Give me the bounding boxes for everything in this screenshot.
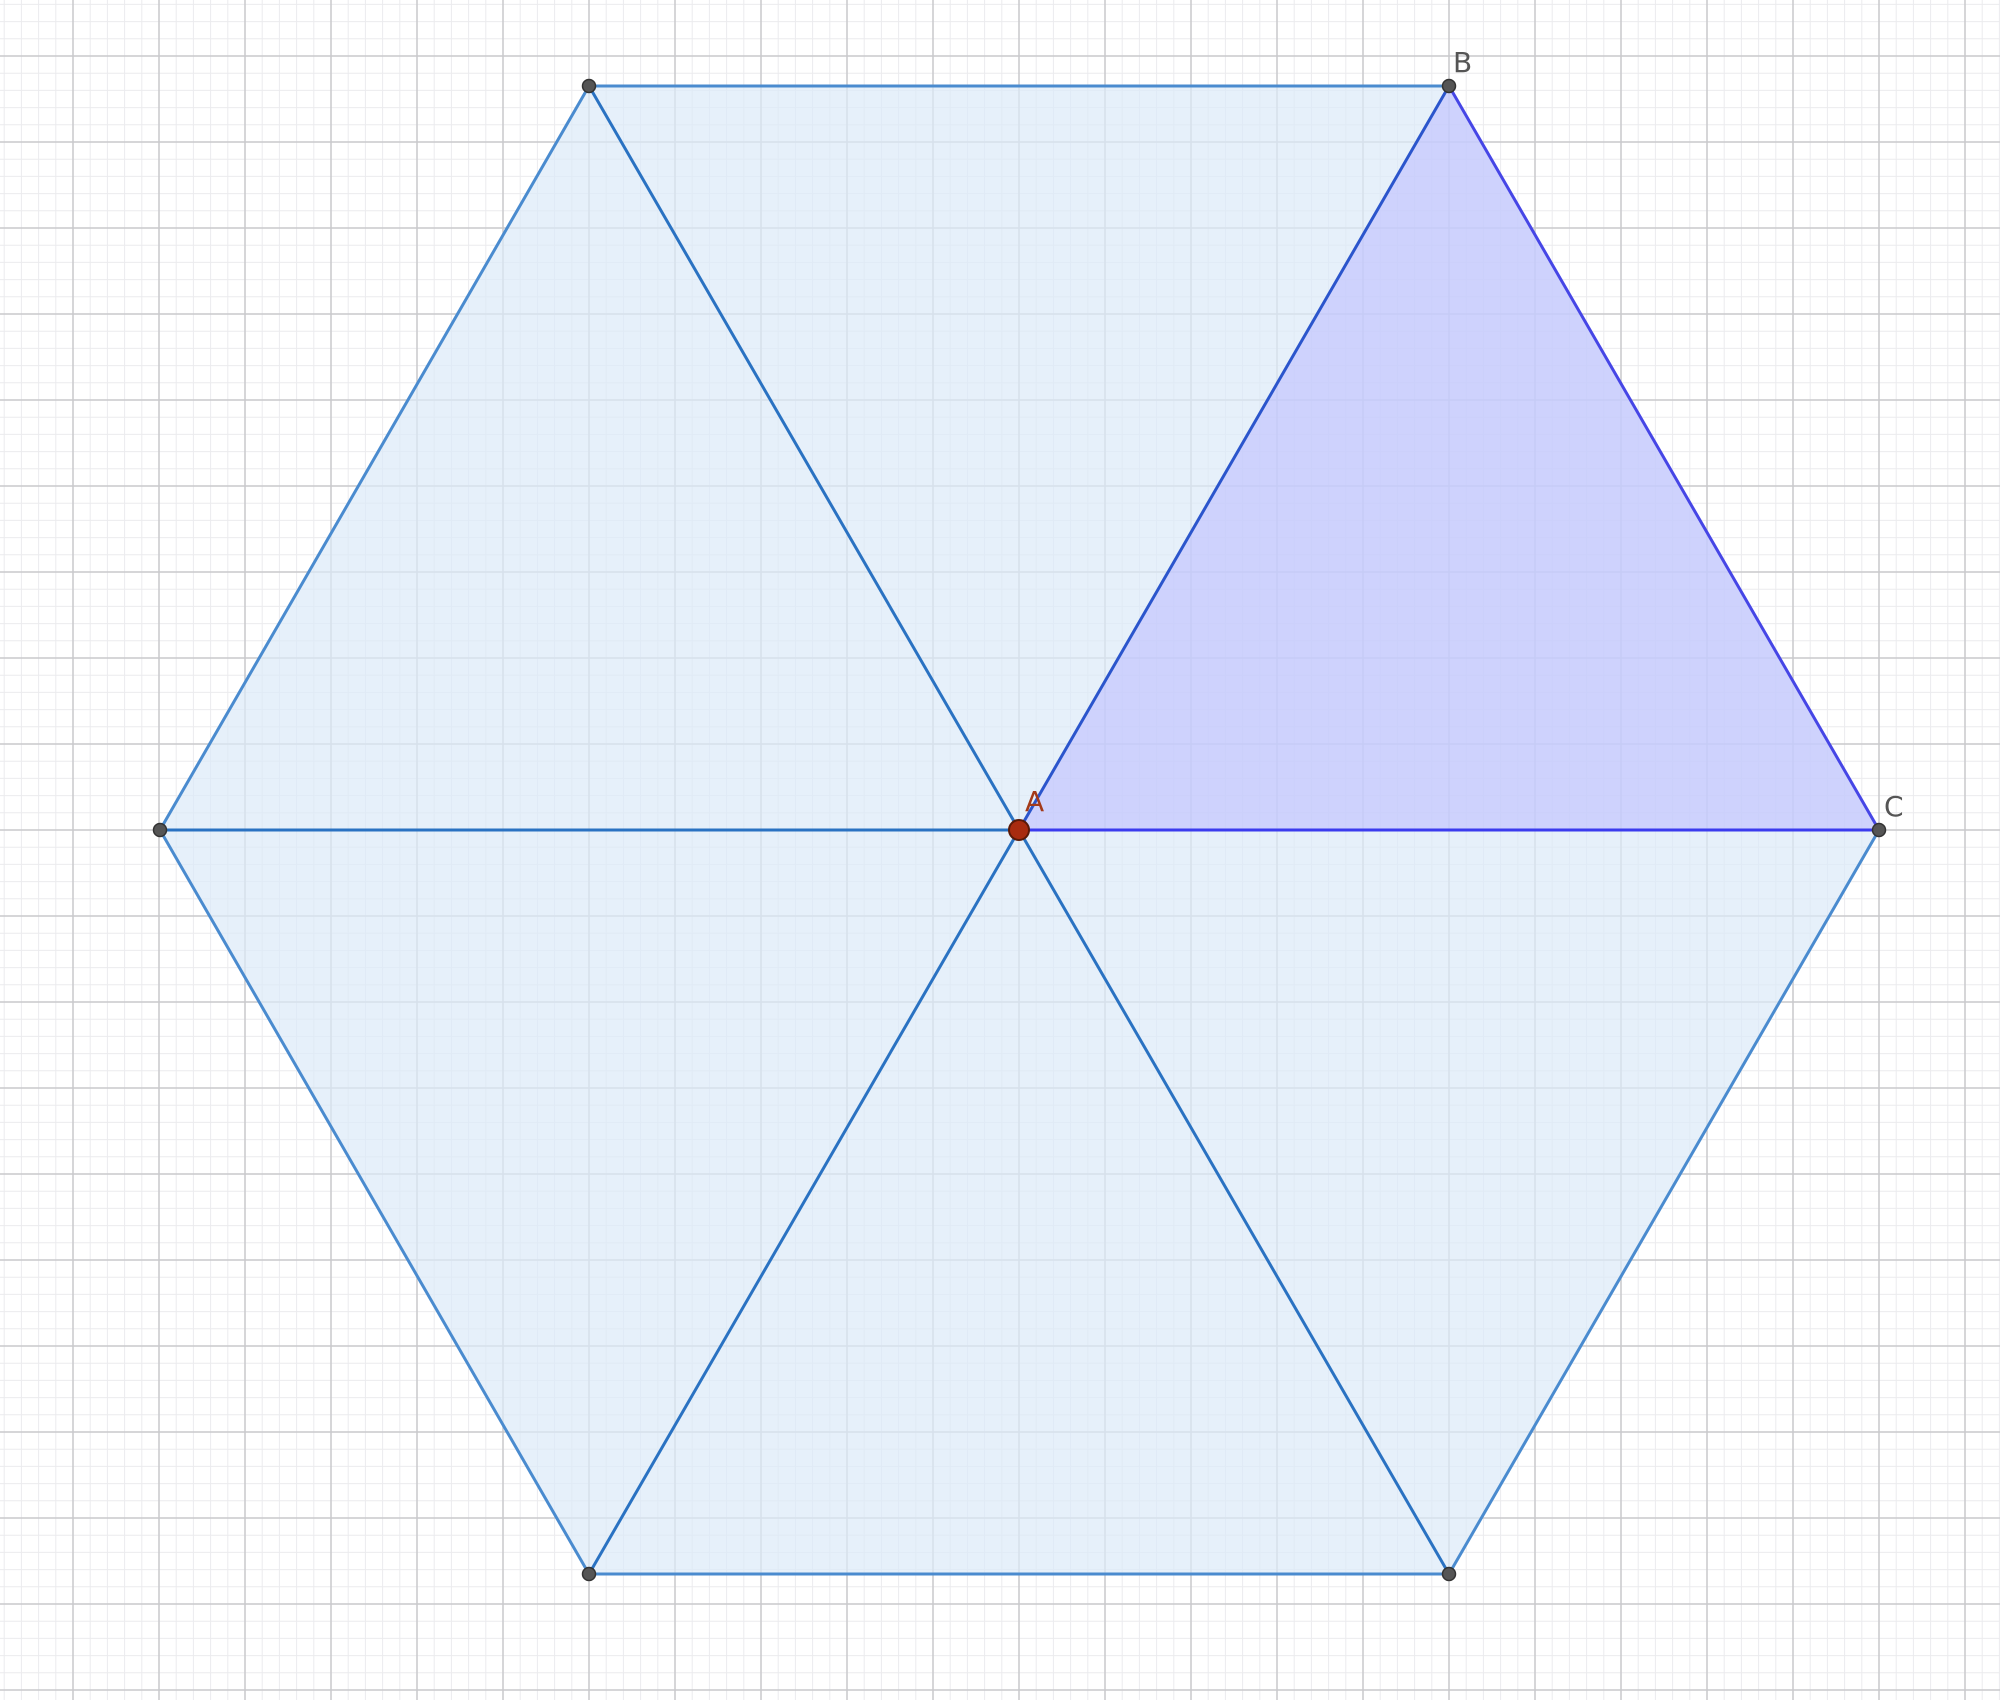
diagonal-center-to-bottom-left[interactable] bbox=[587, 829, 1021, 1575]
vertex-point-bottom-left[interactable] bbox=[581, 1566, 597, 1582]
vertex-point-left[interactable] bbox=[152, 822, 168, 838]
point-c[interactable] bbox=[1871, 822, 1887, 838]
label-c: C bbox=[1884, 790, 1904, 823]
point-b[interactable] bbox=[1441, 78, 1457, 94]
hexagon-edge-lower-right[interactable] bbox=[1447, 829, 1881, 1575]
hexagon-edges bbox=[158, 84, 1881, 1576]
hexagon-edge-upper-right[interactable] bbox=[1447, 85, 1881, 831]
vertex-point-top-left[interactable] bbox=[581, 78, 597, 94]
segment-ab[interactable] bbox=[1017, 85, 1451, 831]
vertex-point-bottom-right[interactable] bbox=[1441, 1566, 1457, 1582]
point-a[interactable] bbox=[1008, 819, 1030, 841]
label-b: B bbox=[1453, 46, 1472, 79]
hexagon-edge-lower-left[interactable] bbox=[158, 829, 591, 1575]
hexagon-edge-upper-left[interactable] bbox=[158, 85, 591, 831]
triangle-abc[interactable] bbox=[1019, 86, 1879, 830]
label-a: A bbox=[1025, 785, 1044, 818]
vertex-points bbox=[152, 78, 1887, 1582]
